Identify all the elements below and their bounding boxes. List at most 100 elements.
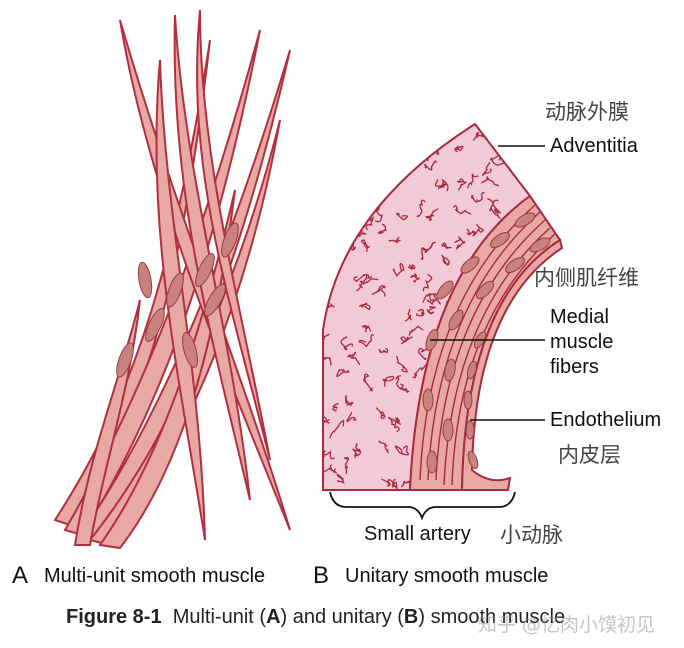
connective-fiber bbox=[367, 164, 387, 173]
medial-label-line: muscle bbox=[550, 331, 614, 353]
connective-fiber bbox=[380, 152, 394, 159]
connective-fiber bbox=[454, 236, 466, 251]
medial-label: Medial muscle fibers bbox=[550, 305, 613, 380]
cell-nucleus bbox=[195, 252, 215, 288]
connective-fiber bbox=[361, 195, 374, 212]
adventitia-label-cn: 动脉外膜 bbox=[545, 100, 629, 124]
connective-fiber bbox=[395, 355, 408, 373]
muscle-fiber bbox=[196, 9, 271, 461]
connective-fiber bbox=[407, 263, 416, 270]
cell-nucleus bbox=[137, 261, 153, 299]
muscle-fiber bbox=[98, 189, 236, 550]
connective-fiber bbox=[323, 134, 333, 143]
connective-fiber bbox=[529, 382, 530, 391]
cell-nucleus bbox=[221, 222, 239, 258]
connective-fiber bbox=[415, 308, 425, 317]
connective-fiber bbox=[371, 284, 386, 297]
connective-fiber bbox=[429, 131, 446, 143]
connective-fiber bbox=[348, 127, 361, 139]
connective-fiber bbox=[378, 440, 390, 454]
connective-fiber bbox=[353, 274, 372, 283]
connective-fiber bbox=[356, 280, 363, 292]
connective-fiber bbox=[342, 169, 351, 182]
connective-fiber bbox=[345, 395, 354, 407]
connective-fiber bbox=[509, 417, 525, 425]
connective-fiber bbox=[387, 416, 401, 426]
connective-fiber bbox=[480, 176, 500, 187]
connective-fiber bbox=[361, 239, 371, 253]
connective-fiber bbox=[423, 160, 437, 171]
connective-fiber bbox=[325, 186, 339, 198]
cell-nucleus bbox=[116, 342, 134, 378]
connective-fiber bbox=[332, 402, 339, 412]
cell-nucleus bbox=[182, 332, 198, 368]
connective-fiber bbox=[327, 133, 340, 147]
cell-nucleus bbox=[166, 272, 184, 308]
connective-fiber bbox=[323, 209, 331, 219]
connective-fiber bbox=[425, 208, 439, 222]
medial-label-cn: 内侧肌纤维 bbox=[534, 266, 639, 290]
caption-b: B bbox=[403, 606, 419, 628]
connective-fiber bbox=[416, 199, 426, 217]
connective-fiber bbox=[514, 308, 524, 318]
connective-fiber bbox=[470, 191, 485, 203]
connective-fiber bbox=[454, 145, 464, 153]
connective-fiber bbox=[426, 306, 436, 315]
connective-fiber bbox=[381, 478, 396, 487]
connective-fiber bbox=[339, 181, 355, 190]
connective-fiber bbox=[434, 178, 449, 192]
medial-cell-nuclei bbox=[422, 212, 551, 474]
connective-fiber bbox=[441, 242, 452, 249]
connective-fiber bbox=[408, 325, 424, 336]
connective-fiber bbox=[494, 450, 510, 467]
connective-fiber bbox=[377, 223, 387, 234]
connective-fiber bbox=[340, 336, 354, 351]
connective-fiber bbox=[323, 412, 330, 424]
panel-a-letter: A bbox=[12, 562, 29, 589]
connective-fiber bbox=[438, 124, 454, 139]
connective-fiber bbox=[400, 336, 413, 345]
small-artery-brace bbox=[329, 491, 516, 521]
connective-fiber bbox=[323, 329, 330, 342]
figure-number: Figure 8-1 bbox=[66, 606, 162, 628]
connective-fiber bbox=[487, 198, 501, 214]
connective-fiber bbox=[511, 364, 522, 379]
caption-text: ) smooth muscle bbox=[418, 606, 566, 628]
connective-fiber bbox=[400, 479, 413, 488]
connective-fiber bbox=[503, 150, 513, 159]
connective-fiber bbox=[394, 445, 409, 456]
connective-fiber bbox=[358, 227, 367, 237]
connective-fiber bbox=[324, 241, 337, 257]
connective-fiber bbox=[354, 443, 362, 457]
caption-a: A bbox=[266, 606, 281, 628]
connective-fiber bbox=[496, 394, 513, 407]
cell-nucleus bbox=[204, 283, 226, 317]
connective-fiber bbox=[407, 147, 417, 156]
connective-fiber bbox=[346, 411, 357, 423]
connective-fiber bbox=[507, 315, 519, 331]
connective-fiber bbox=[358, 334, 375, 348]
small-artery-label-cn: 小动脉 bbox=[500, 523, 563, 547]
adventitia-label: Adventitia bbox=[550, 135, 638, 157]
endothelium-label-cn: 内皮层 bbox=[558, 443, 621, 467]
connective-fiber bbox=[329, 419, 345, 439]
caption-text: ) and unitary ( bbox=[280, 606, 404, 628]
connective-fiber bbox=[350, 124, 373, 132]
small-artery-section bbox=[322, 122, 564, 521]
connective-fiber bbox=[490, 430, 500, 443]
panel-b-letter: B bbox=[313, 562, 330, 589]
medial-label-line: fibers bbox=[550, 356, 599, 378]
connective-fiber bbox=[323, 355, 332, 366]
panel-b-title: Unitary smooth muscle bbox=[345, 565, 549, 587]
connective-fiber bbox=[373, 153, 388, 168]
connective-fiber bbox=[467, 124, 488, 127]
connective-fiber bbox=[388, 236, 401, 244]
cell-nucleus bbox=[145, 307, 165, 343]
connective-fiber bbox=[323, 166, 333, 192]
connective-fiber bbox=[467, 173, 479, 189]
connective-fiber bbox=[323, 464, 337, 474]
connective-fiber bbox=[395, 212, 408, 221]
connective-fiber bbox=[420, 242, 434, 261]
connective-fiber bbox=[339, 227, 348, 243]
multi-unit-nuclei bbox=[116, 222, 239, 378]
